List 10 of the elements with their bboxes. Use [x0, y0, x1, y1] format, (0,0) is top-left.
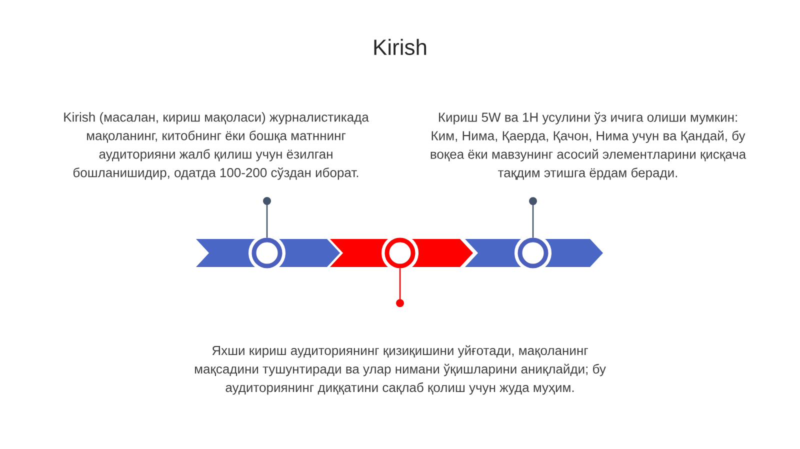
circle-marker	[248, 234, 286, 272]
paragraph: Яхши кириш аудиториянинг қизиқишини уйғотади, мақоланинг мақсадини тушунтиради ва улар нимани ўқишларини аниқлайди; бу аудиториянинг диққатини сақлаб қолиш учун жуда муҳим.	[194, 345, 606, 395]
circle-marker	[514, 234, 552, 272]
paragraph: Кириш 5W ва 1H усулини ўз ичига олиши мумкин: Ким, Нима, Қаерда, Қачон, Нима учун ва Қандай, бу воқеа ёки мавзунинг асосий элементларини қисқача тақдим этишга ёрдам беради.	[430, 112, 746, 180]
leader-line	[396, 268, 404, 308]
circle-marker	[382, 234, 418, 272]
title: Kirish	[374, 38, 426, 56]
paragraph: Kirish (масалан, кириш мақоласи) журналистикада мақоланинг, китобнинг ёки бошқа матннинг аудиторияни жалб қилиш учун ёзилган бошланишидир, одатда 100-200 сўздан иборат.	[64, 112, 369, 180]
leader-line	[263, 197, 271, 238]
leader-line	[529, 197, 537, 238]
